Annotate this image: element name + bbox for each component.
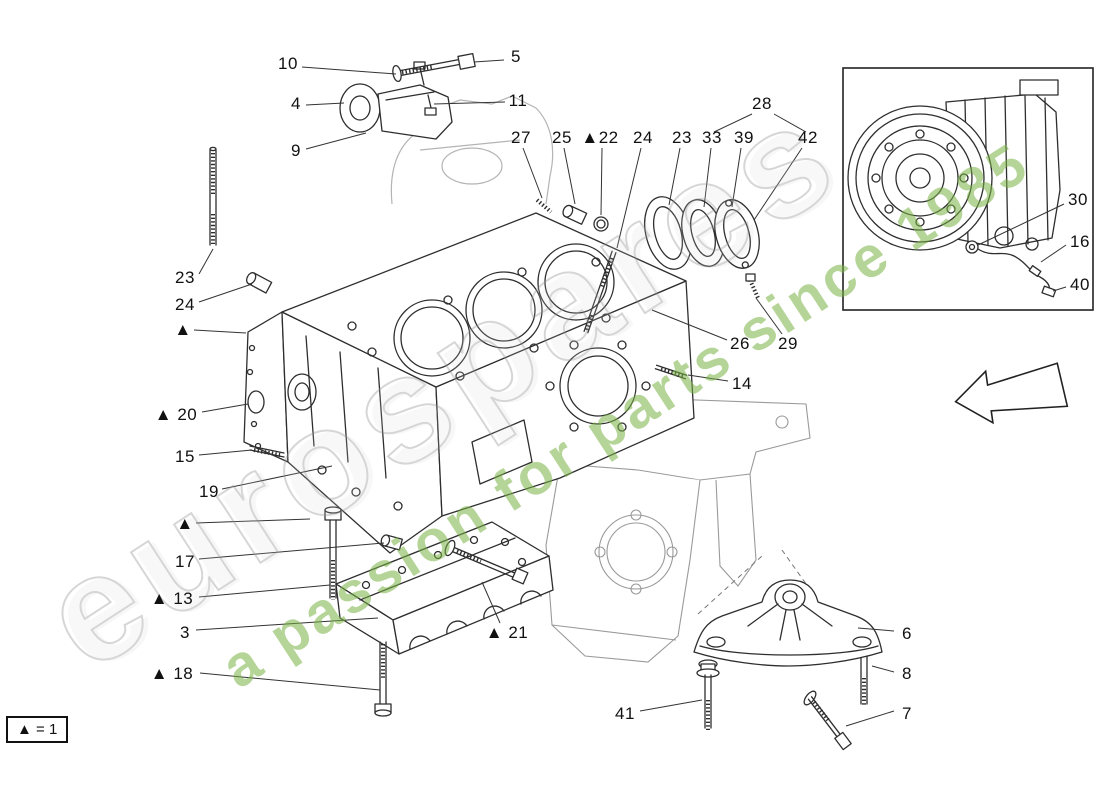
leader-line-28 [773, 113, 807, 133]
engine-block [243, 212, 695, 554]
leader-line-6 [857, 627, 895, 632]
callout-3: 3 [180, 623, 190, 642]
leader-line-25 [563, 147, 576, 205]
callout-30: 30 [1068, 190, 1088, 209]
leader-line-10 [301, 66, 397, 75]
engine-mount-top [339, 52, 476, 140]
leader-line-41 [639, 699, 703, 712]
leader-line-5 [473, 59, 505, 63]
callout-7: 7 [902, 704, 912, 723]
leader-line-tri-b [195, 518, 311, 524]
leader-line-22 [600, 147, 603, 216]
callout-42: 42 [798, 128, 818, 147]
callout-5: 5 [511, 47, 521, 66]
leader-line-39 [731, 147, 742, 208]
leader-line-7 [845, 710, 895, 727]
callout-29: 29 [778, 334, 798, 353]
callout-17: 17 [175, 552, 195, 571]
callout-11: 11 [508, 91, 528, 110]
callout-8: 8 [902, 664, 912, 683]
support-bracket [545, 397, 811, 663]
leader-line-21 [481, 581, 501, 624]
callout-tri-a: ▲ [174, 320, 192, 339]
leader-line-24-top [616, 147, 642, 249]
leader-line-33 [703, 147, 712, 208]
leader-line-42 [753, 147, 803, 221]
engine-mount-rear [693, 579, 883, 667]
studs-and-dowels [249, 364, 688, 551]
callout-14: 14 [732, 374, 752, 393]
leader-line-13 [198, 584, 331, 598]
leader-line-16 [1040, 244, 1067, 263]
callout-9: 9 [291, 141, 301, 160]
callout-23-top: 23 [672, 128, 692, 147]
direction-arrow-icon [954, 362, 1069, 425]
legend-box: ▲ = 1 [6, 716, 69, 743]
callout-23-left: 23 [175, 268, 195, 287]
callout-6: 6 [902, 624, 912, 643]
gasket-and-plates [535, 196, 760, 334]
callout-28: 28 [752, 94, 772, 113]
leader-line-27 [522, 147, 543, 199]
callout-18: ▲ 18 [150, 664, 194, 683]
leader-line-8 [871, 665, 895, 673]
leader-line-3 [195, 617, 379, 631]
callout-tri-b: ▲ [176, 514, 194, 533]
callout-10: 10 [278, 54, 298, 73]
callout-26: 26 [730, 334, 750, 353]
leader-line-23-top [668, 147, 681, 206]
callout-40: 40 [1070, 275, 1090, 294]
ghost-engine-silhouette [390, 95, 554, 205]
leader-line-14 [687, 374, 729, 382]
leader-line-19 [221, 465, 333, 490]
callout-25: 25 [552, 128, 572, 147]
legend-text: ▲ = 1 [17, 721, 58, 738]
callout-4: 4 [291, 94, 301, 113]
leader-line-28 [713, 113, 753, 133]
callout-19: 19 [199, 482, 219, 501]
leader-line-30 [977, 203, 1065, 246]
leader-line-15 [198, 449, 253, 456]
leader-line-18 [199, 672, 381, 691]
callout-27: 27 [511, 128, 531, 147]
callout-13: ▲ 13 [150, 589, 194, 608]
callout-39: 39 [734, 128, 754, 147]
callout-16: 16 [1070, 232, 1090, 251]
leader-line-20 [201, 403, 249, 413]
leader-line-4 [305, 102, 345, 106]
leader-line-tri-a [193, 329, 247, 334]
leader-line-29 [755, 297, 783, 335]
callout-24-top: 24 [633, 128, 653, 147]
leader-line-9 [305, 132, 367, 150]
leader-line-23-left [198, 248, 214, 275]
leader-line-26 [651, 309, 728, 341]
leader-line-11 [433, 101, 506, 105]
leader-line-17 [198, 542, 385, 560]
callout-22: ▲22 [581, 128, 619, 147]
lower-crankcase [335, 521, 554, 655]
callout-33: 33 [702, 128, 722, 147]
leader-line-40 [1052, 286, 1067, 292]
callout-41: 41 [615, 704, 635, 723]
callout-20: ▲ 20 [154, 405, 198, 424]
cylinder-stud-left [209, 146, 273, 294]
callout-21: ▲ 21 [485, 623, 529, 642]
leader-line-24-left [198, 283, 253, 303]
leader-lines [193, 59, 1067, 727]
gearbox-inset [842, 67, 1094, 311]
callout-15: 15 [175, 447, 195, 466]
callout-24-left: 24 [175, 295, 195, 314]
